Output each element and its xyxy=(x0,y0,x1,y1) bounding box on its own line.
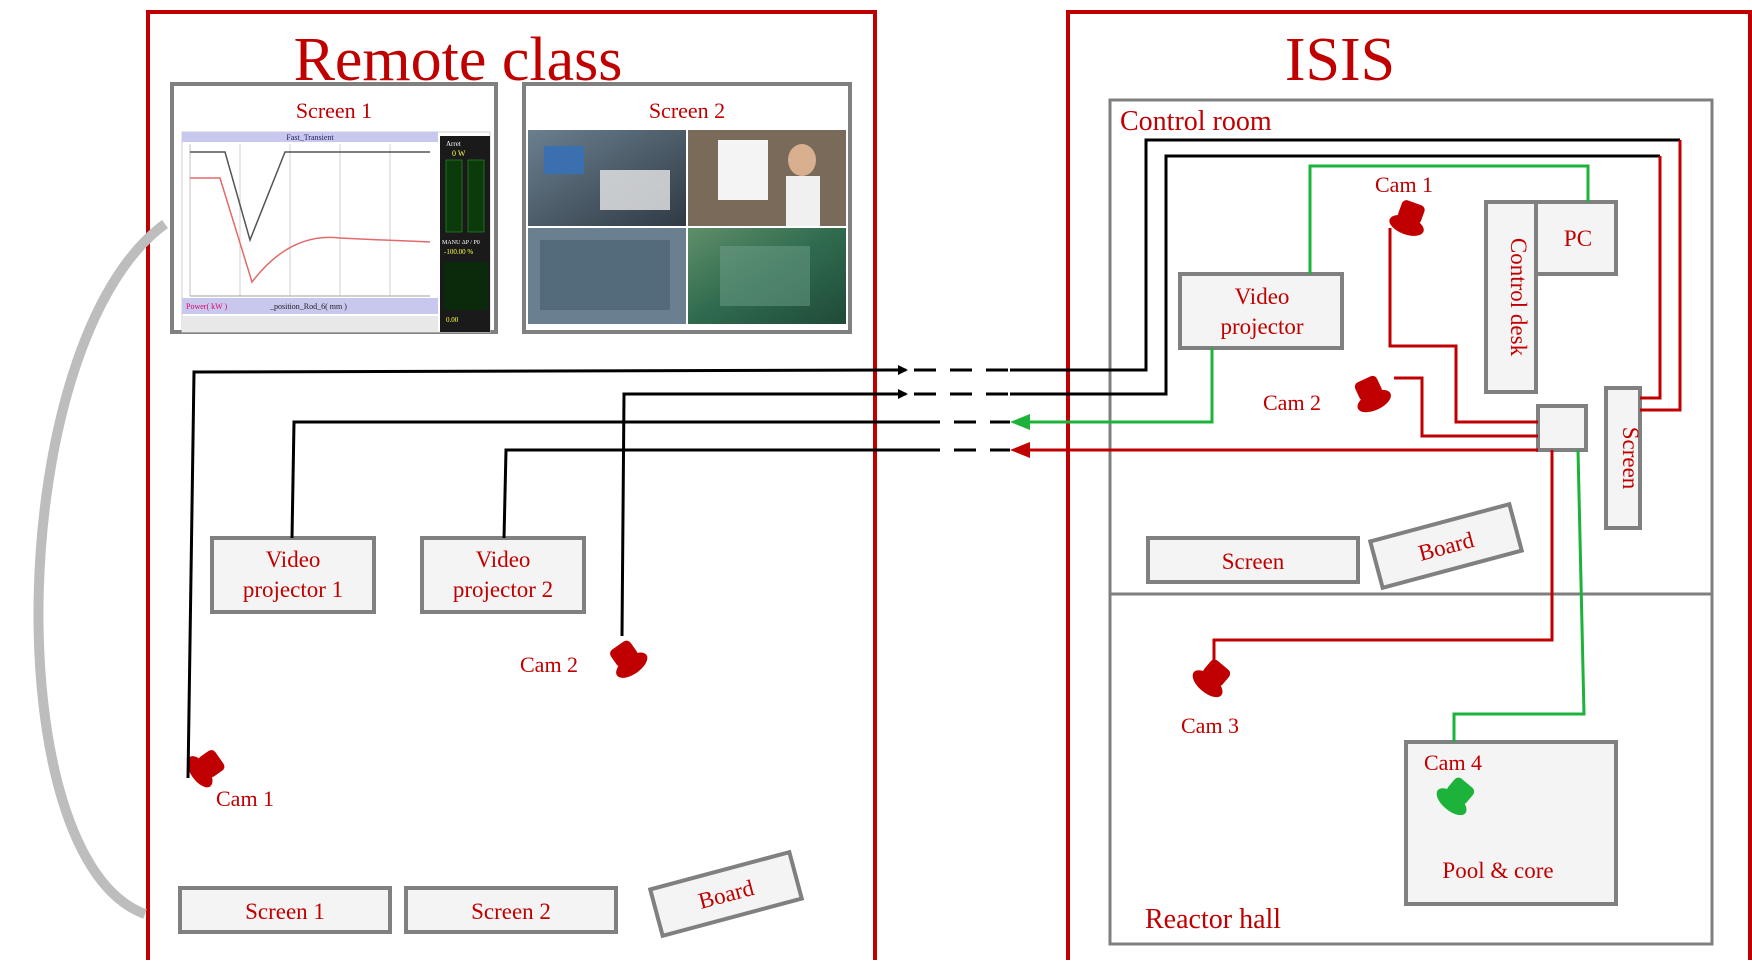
remote-bottom-screen1-label: Screen 1 xyxy=(245,899,325,924)
remote-cam1: Cam 1 xyxy=(187,750,274,811)
isis-cam2-icon xyxy=(1354,375,1391,413)
wire-isis-cam4 xyxy=(1452,449,1586,742)
wire-remote-vp2 xyxy=(502,448,918,539)
isis-screen-vertical: Screen xyxy=(1604,386,1643,530)
wire-remote-cam1 xyxy=(186,365,908,779)
remote-bottom-screen1: Screen 1 xyxy=(178,886,392,934)
remote-video-projector-2: Video projector 2 xyxy=(420,536,586,614)
remote-screen2-panel: Screen 2 xyxy=(522,82,852,334)
thumb-percent: -100.00 % xyxy=(444,248,473,256)
vp2-line2: projector 2 xyxy=(453,577,553,602)
remote-board: Board xyxy=(647,849,805,939)
vp1-line1: Video xyxy=(266,547,321,572)
thumb-status: Arret xyxy=(446,140,461,148)
isis-cam2: Cam 2 xyxy=(1263,375,1391,415)
isis-cam3-label: Cam 3 xyxy=(1181,713,1239,738)
isis-switch-box xyxy=(1536,404,1588,452)
remote-video-projector-1: Video projector 1 xyxy=(210,536,376,614)
pc-label: PC xyxy=(1564,226,1592,251)
isis-screen-vertical-label: Screen xyxy=(1618,427,1643,490)
thumb-header: Fast_Transient xyxy=(286,133,334,142)
isis-pc: PC xyxy=(1534,200,1618,276)
isis-cam1-label: Cam 1 xyxy=(1375,172,1433,197)
arrow-red xyxy=(1010,442,1030,458)
vp2-line1: Video xyxy=(476,547,531,572)
isis-title: ISIS xyxy=(1285,26,1395,94)
isis-cam4: Cam 4 xyxy=(1424,750,1482,816)
control-desk-label: Control desk xyxy=(1506,238,1531,357)
vp1-line2: projector 1 xyxy=(243,577,343,602)
isis-cam3: Cam 3 xyxy=(1181,659,1239,738)
remote-cam1-label: Cam 1 xyxy=(216,786,274,811)
isis-screen: Screen xyxy=(1146,536,1360,584)
wire-isis-red-2 xyxy=(1640,156,1662,400)
thumb-power: Power( kW ) xyxy=(186,302,228,311)
isis-board: Board xyxy=(1367,501,1525,591)
wire-projector-remote xyxy=(1018,348,1214,424)
screen2-photo-grid xyxy=(528,130,846,324)
isis-vp-line1: Video xyxy=(1235,284,1290,309)
isis-pool-core: Pool & core xyxy=(1404,740,1618,906)
reactor-hall-frame xyxy=(1108,592,1714,946)
remote-cam1-icon xyxy=(187,750,225,788)
wire-remote-cam2 xyxy=(620,389,908,637)
isis-cam2-label: Cam 2 xyxy=(1263,390,1321,415)
remote-cam2: Cam 2 xyxy=(520,640,648,678)
isis-control-desk: Control desk xyxy=(1484,200,1538,394)
remote-bottom-screen2: Screen 2 xyxy=(404,886,618,934)
reactor-hall-label: Reactor hall xyxy=(1145,904,1281,935)
wire-isis-red-1 xyxy=(1640,140,1682,412)
arrow-green xyxy=(1010,414,1030,430)
isis-cam4-icon xyxy=(1436,777,1475,816)
isis-cam3-icon xyxy=(1192,659,1231,698)
isis-cam1-icon xyxy=(1389,200,1425,236)
remote-screen2-label: Screen 2 xyxy=(649,98,725,123)
isis-cam4-label: Cam 4 xyxy=(1424,750,1482,775)
thumb-value: 0 W xyxy=(452,149,466,158)
isis-screen-label: Screen xyxy=(1222,549,1285,574)
wire-isis-black-1 xyxy=(1010,138,1680,372)
pool-core-label: Pool & core xyxy=(1442,858,1553,883)
wire-isis-cam1 xyxy=(1388,228,1538,424)
screen1-thumbnail: Fast_Transient Power( kW ) _position_Rod… xyxy=(181,131,491,333)
control-room-label: Control room xyxy=(1120,106,1272,137)
thumb-position: _position_Rod_6( mm ) xyxy=(269,302,347,311)
wire-isis-black-2 xyxy=(1010,154,1660,396)
isis-cam1: Cam 1 xyxy=(1375,172,1433,236)
wire-isis-cam3 xyxy=(1212,450,1554,660)
wire-pc-projector xyxy=(1308,164,1590,274)
thumb-value2: 0.00 xyxy=(446,316,459,324)
remote-cam2-label: Cam 2 xyxy=(520,652,578,677)
remote-screen1-label: Screen 1 xyxy=(296,98,372,123)
remote-screen-cable xyxy=(33,219,168,919)
remote-cam2-icon xyxy=(610,640,648,678)
isis-vp-line2: projector xyxy=(1220,314,1303,339)
thumb-mode: MANU ΔP / P0 xyxy=(442,240,480,246)
remote-bottom-screen2-label: Screen 2 xyxy=(471,899,551,924)
wire-isis-cam2 xyxy=(1394,376,1538,438)
isis-video-projector: Video projector xyxy=(1178,272,1344,350)
wire-remote-vp1 xyxy=(290,420,918,539)
remote-screen1-panel: Screen 1 Fast_Transient Power( kW ) _pos… xyxy=(170,82,498,334)
